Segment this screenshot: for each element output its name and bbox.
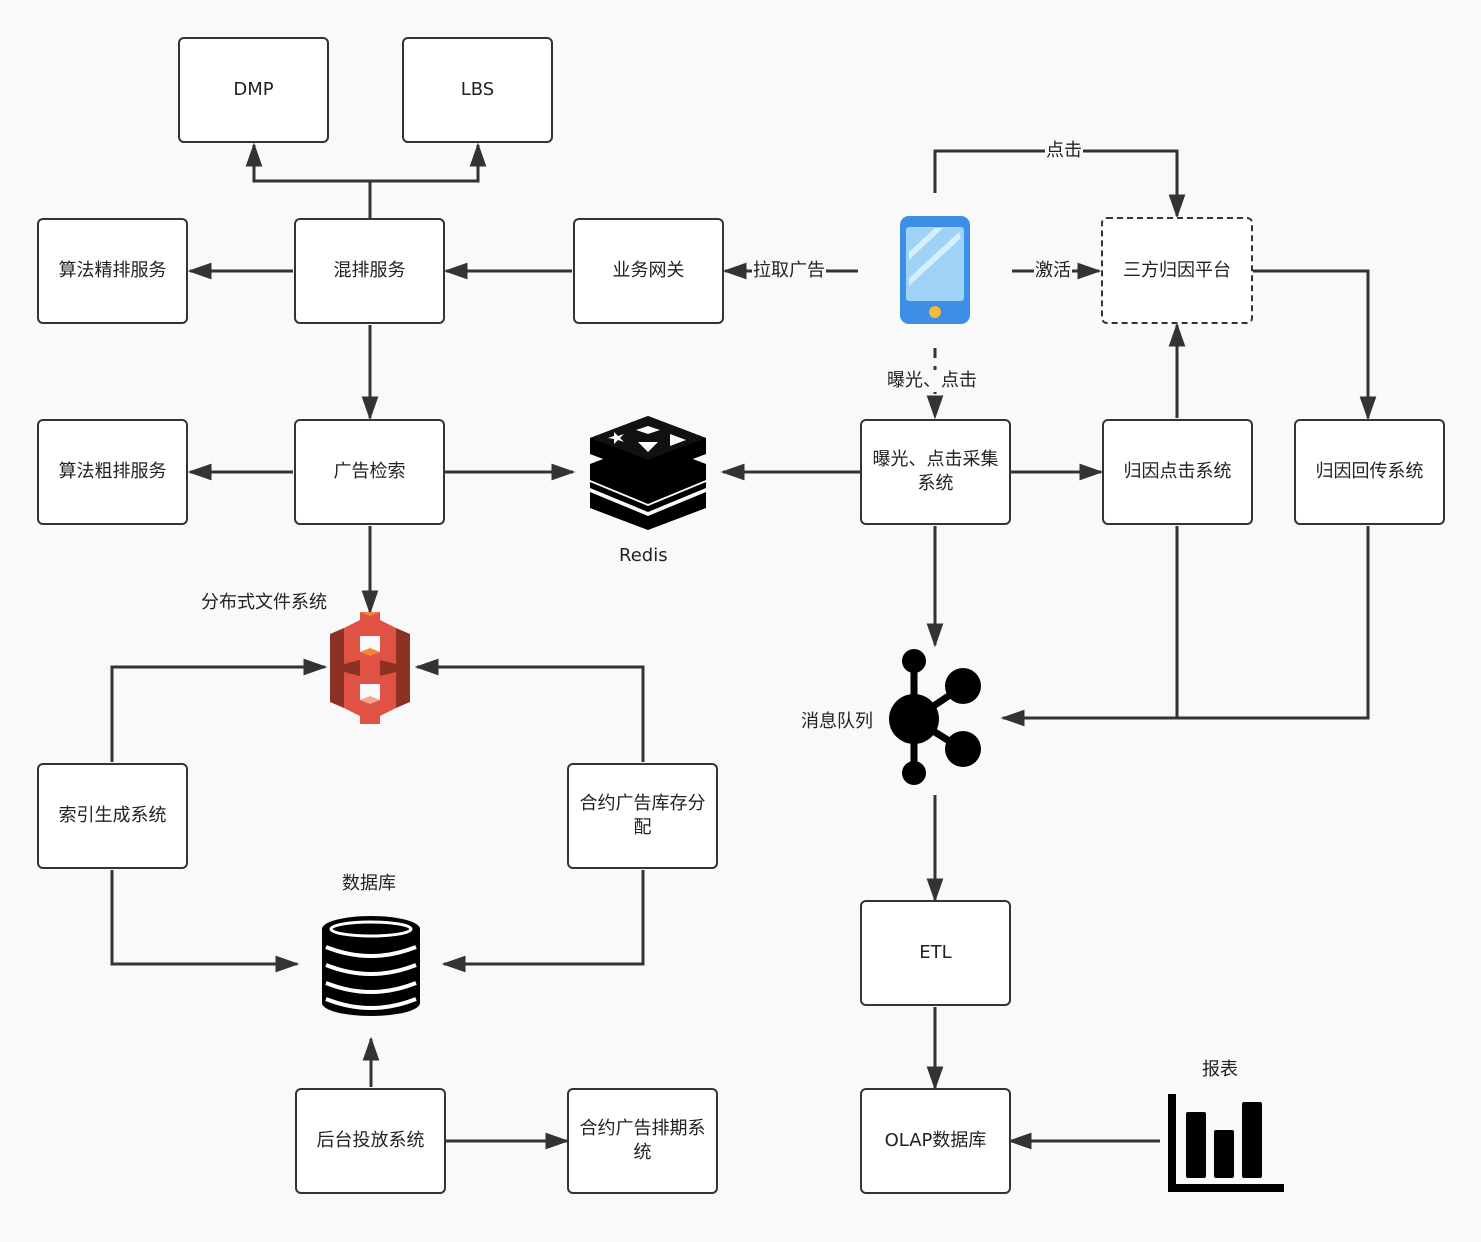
attribution-callback-node: 归因回传系统: [1294, 419, 1445, 525]
gateway-node: 业务网关: [573, 218, 724, 324]
edge-alloc-to-dfs: [414, 658, 645, 762]
message-queue-icon: [889, 649, 981, 785]
edge-attrclick-to-mq: [1000, 526, 1179, 727]
lbs-node: LBS: [402, 37, 553, 143]
olap-node: OLAP数据库: [860, 1088, 1011, 1194]
edge-attr-to-callback: [1253, 269, 1377, 421]
edge-mix-to-dmp: [245, 142, 372, 218]
mq-label: 消息队列: [800, 711, 874, 733]
edge-label-expose-click: 曝光、点击: [886, 370, 978, 392]
edge-label-activate: 激活: [1034, 260, 1072, 282]
edge-alloc-to-db: [441, 870, 645, 973]
edge-label-pull-ads: 拉取广告: [752, 260, 826, 282]
edge-index-to-dfs: [110, 658, 328, 762]
dfs-label: 分布式文件系统: [200, 592, 328, 614]
edge-callback-to-mq: [1177, 526, 1370, 720]
mix-rank-node: 混排服务: [294, 218, 445, 324]
redis-icon: [590, 416, 706, 530]
edge-label-click: 点击: [1045, 140, 1083, 162]
edge-mix-to-lbs: [370, 142, 487, 183]
attribution-click-node: 归因点击系统: [1102, 419, 1253, 525]
mobile-phone-icon: [900, 216, 970, 324]
dmp-node: DMP: [178, 37, 329, 143]
coarse-rank-node: 算法粗排服务: [37, 419, 188, 525]
fine-rank-node: 算法精排服务: [37, 218, 188, 324]
collect-node: 曝光、点击采集系统: [860, 419, 1011, 525]
contract-schedule-node: 合约广告排期系统: [567, 1088, 718, 1194]
index-gen-node: 索引生成系统: [37, 763, 188, 869]
db-label: 数据库: [341, 873, 397, 895]
ad-search-node: 广告检索: [294, 419, 445, 525]
report-chart-icon: [1168, 1094, 1284, 1192]
distributed-file-system-icon: [330, 612, 410, 724]
redis-label: Redis: [618, 545, 669, 567]
report-label: 报表: [1201, 1059, 1239, 1081]
contract-alloc-node: 合约广告库存分配: [567, 763, 718, 869]
etl-node: ETL: [860, 900, 1011, 1006]
edge-index-to-db: [110, 870, 300, 973]
backend-delivery-node: 后台投放系统: [295, 1088, 446, 1194]
attribution-platform-node: 三方归因平台: [1101, 217, 1253, 324]
database-icon: [322, 916, 420, 1016]
